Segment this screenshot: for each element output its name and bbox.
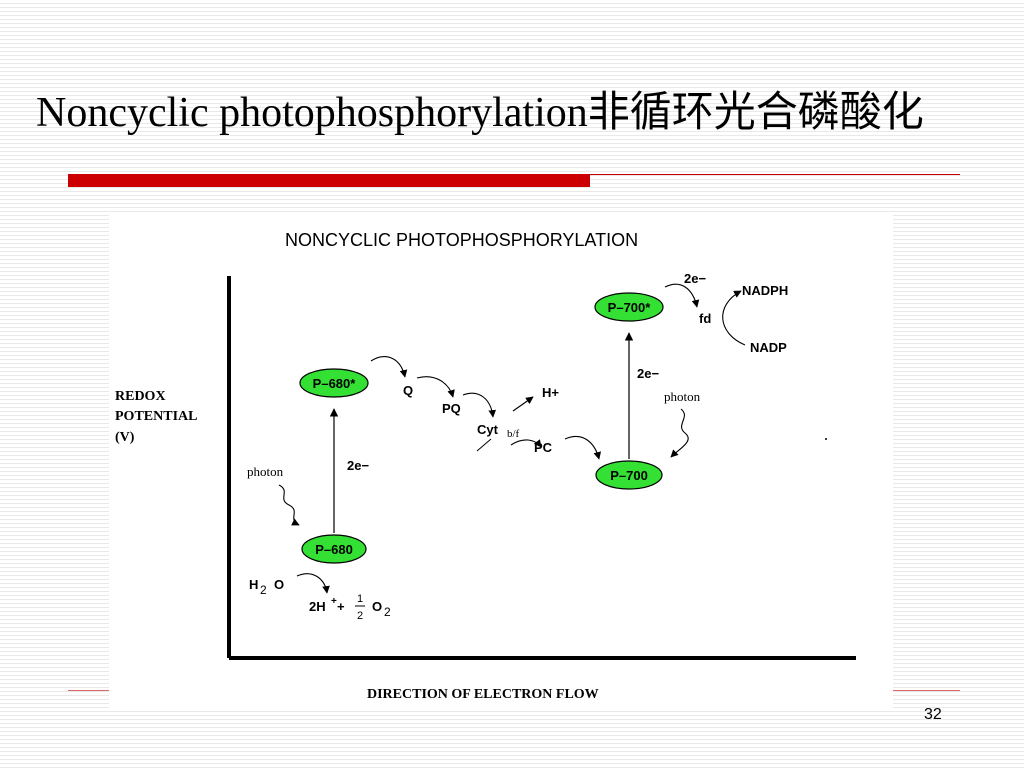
- node-p680-label: P–680: [315, 542, 353, 557]
- x-axis-label: DIRECTION OF ELECTRON FLOW: [367, 687, 599, 702]
- arrow-pq-to-cyt: [462, 392, 497, 418]
- photon-wave-right: [670, 408, 689, 458]
- arrow-water-splitting: [296, 573, 330, 594]
- carrier-cyt: Cyt: [477, 422, 499, 437]
- carrier-nadph: NADPH: [742, 283, 788, 298]
- water-o: O: [274, 577, 284, 592]
- photon-wave-left: [278, 484, 300, 526]
- label-two-electrons-ps1: 2e−: [637, 366, 659, 381]
- label-photon-left: photon: [247, 464, 284, 479]
- product-plus: +: [337, 599, 345, 614]
- slide-title: Noncyclic photophosphorylation非循环光合磷酸化: [36, 90, 924, 136]
- node-p680-excited: P–680*: [299, 368, 369, 398]
- page-number: 32: [924, 706, 942, 723]
- water-h-subscript: 2: [260, 583, 267, 597]
- arrow-q-to-pq: [416, 376, 455, 398]
- arrow-h-plus-release: [512, 396, 534, 412]
- node-p680-excited-label: P–680*: [313, 376, 357, 391]
- label-photon-right: photon: [664, 389, 701, 404]
- title-divider-thick: [68, 175, 590, 187]
- carrier-q: Q: [403, 383, 413, 398]
- product-superscript-plus: +: [331, 596, 337, 607]
- node-p680: P–680: [301, 534, 367, 564]
- diagram-heading: NONCYCLIC PHOTOPHOSPHORYLATION: [285, 230, 638, 250]
- half-denominator: 2: [357, 610, 363, 622]
- title-divider-thin: [68, 174, 960, 175]
- node-p700-excited-label: P–700*: [608, 300, 652, 315]
- y-axis-label-line-3: (V): [115, 430, 135, 445]
- arrow-nadp-to-nadph: [722, 290, 746, 346]
- y-axis-label-line-1: REDOX: [115, 389, 166, 404]
- node-p700-excited: P–700*: [594, 292, 664, 322]
- arrow-pc-to-p700: [564, 435, 602, 460]
- arrow-cyt-to-pc: [510, 439, 542, 448]
- half-numerator: 1: [357, 593, 363, 605]
- carrier-h-plus: H+: [542, 385, 559, 400]
- carrier-fd: fd: [699, 311, 711, 326]
- arrow-p700-to-fd: [664, 283, 700, 308]
- product-o2-subscript: 2: [384, 605, 391, 619]
- product-2h: 2H: [309, 599, 326, 614]
- product-o2: O: [372, 599, 382, 614]
- label-two-electrons-top: 2e−: [684, 271, 706, 286]
- carrier-nadp: NADP: [750, 340, 787, 355]
- carrier-pq: PQ: [442, 401, 461, 416]
- y-axis-label-line-2: POTENTIAL: [115, 409, 197, 424]
- stray-dot: [825, 438, 827, 440]
- arrow-p680-to-q: [370, 356, 408, 378]
- photophosphorylation-diagram: NONCYCLIC PHOTOPHOSPHORYLATION REDOX POT…: [109, 213, 893, 709]
- carrier-pc: PC: [534, 440, 553, 455]
- node-p700-label: P–700: [610, 468, 648, 483]
- label-two-electrons-ps2: 2e−: [347, 458, 369, 473]
- carrier-cyt-subscript: b/f: [507, 428, 520, 440]
- node-p700: P–700: [595, 460, 663, 490]
- membrane-tick: [476, 438, 492, 452]
- water-h: H: [249, 577, 258, 592]
